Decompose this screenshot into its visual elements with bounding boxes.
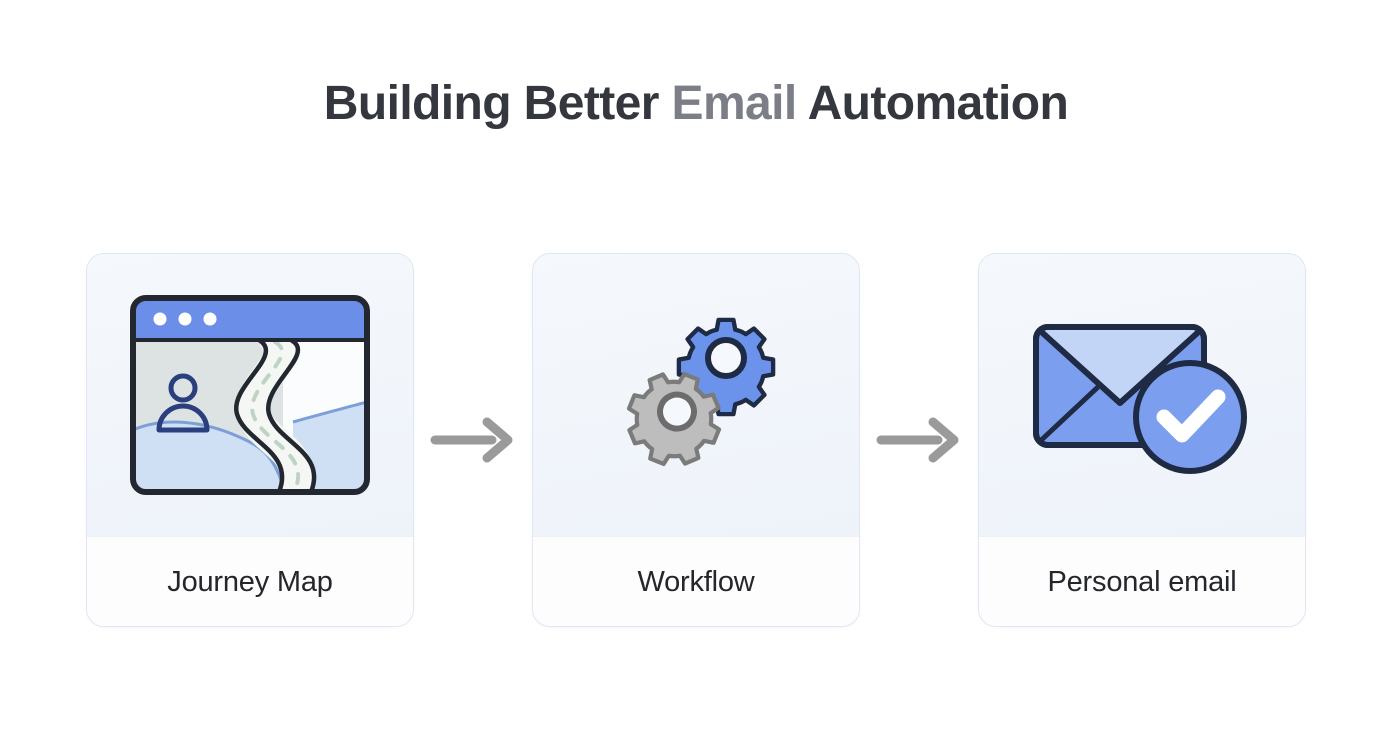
flow-card-personal-email[interactable]: Personal email — [978, 253, 1306, 627]
page-title-part2: Automation — [796, 77, 1069, 130]
personal-email-label-area: Personal email — [979, 536, 1305, 626]
gears-icon — [626, 317, 776, 467]
journey-map-label-area: Journey Map — [87, 536, 413, 626]
flow-connector-arrow-2 — [873, 417, 965, 463]
journey-map-icon — [130, 295, 370, 495]
journey-map-icon-area — [87, 254, 413, 536]
flow-connector-arrow-1 — [427, 417, 519, 463]
flow-card-workflow[interactable]: Workflow — [532, 253, 860, 627]
flow-card-label: Personal email — [1047, 565, 1237, 598]
page-title: Building Better Email Automation — [0, 72, 1392, 136]
person-marker-icon — [156, 373, 210, 433]
check-circle-icon — [1133, 360, 1247, 474]
email-verified-icon — [1033, 324, 1247, 474]
flow-card-label: Journey Map — [167, 565, 333, 598]
gear-gray-icon — [626, 371, 722, 467]
flow-card-journey-map[interactable]: Journey Map — [86, 253, 414, 627]
workflow-label-area: Workflow — [533, 536, 859, 626]
flow-card-label: Workflow — [637, 565, 755, 598]
page-title-part1: Building Better — [323, 77, 672, 130]
personal-email-icon-area — [979, 254, 1305, 536]
arrow-right-icon — [430, 417, 513, 463]
gear-blue-icon — [676, 317, 776, 417]
page-title-accent: Email — [671, 77, 798, 130]
flow-diagram: Journey Map — [86, 253, 1306, 627]
workflow-icon-area — [533, 254, 859, 536]
arrow-right-icon — [876, 417, 959, 463]
